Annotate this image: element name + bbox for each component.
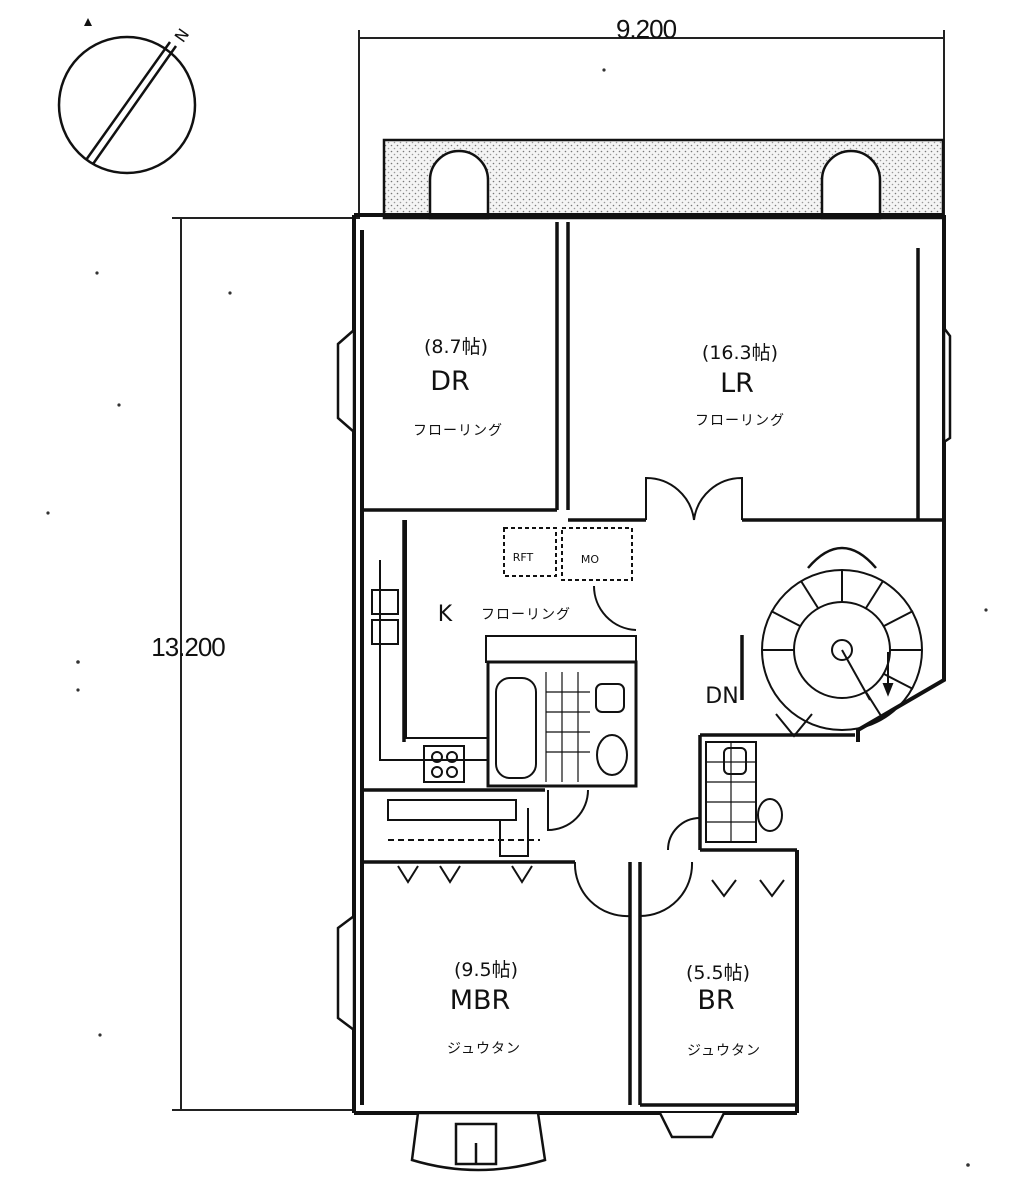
toilet-room <box>705 741 783 843</box>
balcony <box>382 138 945 220</box>
dr-tatami-label: (8.7帖) <box>423 336 489 358</box>
mbr-floor-label: ジュウタン <box>446 1041 522 1057</box>
br-room-label: BR <box>697 985 735 1016</box>
lr-floor-label: フローリング <box>695 413 785 429</box>
refrigerator-label: RFT <box>512 551 534 564</box>
width-dimension-label: 9.200 <box>615 14 677 44</box>
spiral-staircase-icon <box>761 546 923 731</box>
depth-dimension-line <box>172 217 360 1111</box>
microwave-label: MO <box>580 553 600 566</box>
bay-window <box>336 324 952 1033</box>
compass-icon <box>57 18 197 175</box>
kitchen-counter <box>371 520 637 783</box>
lr-room-label: LR <box>720 368 754 399</box>
interior-walls <box>362 222 944 1107</box>
bottom-porch <box>410 1111 726 1172</box>
kitchen-room-label: K <box>437 602 453 627</box>
closets <box>387 799 785 898</box>
kitchen-floor-label: フローリング <box>481 607 571 623</box>
mbr-tatami-label: (9.5帖) <box>453 959 519 981</box>
lr-tatami-label: (16.3帖) <box>701 342 779 364</box>
dr-room-label: DR <box>430 366 470 397</box>
br-tatami-label: (5.5帖) <box>685 962 751 984</box>
br-floor-label: ジュウタン <box>686 1043 762 1059</box>
scan-dots <box>46 68 988 1167</box>
dr-floor-label: フローリング <box>413 423 503 439</box>
mbr-room-label: MBR <box>449 985 511 1016</box>
stairs-down-label: DN <box>705 684 739 709</box>
bathroom <box>486 660 638 788</box>
depth-dimension-label: 13.200 <box>151 632 226 662</box>
